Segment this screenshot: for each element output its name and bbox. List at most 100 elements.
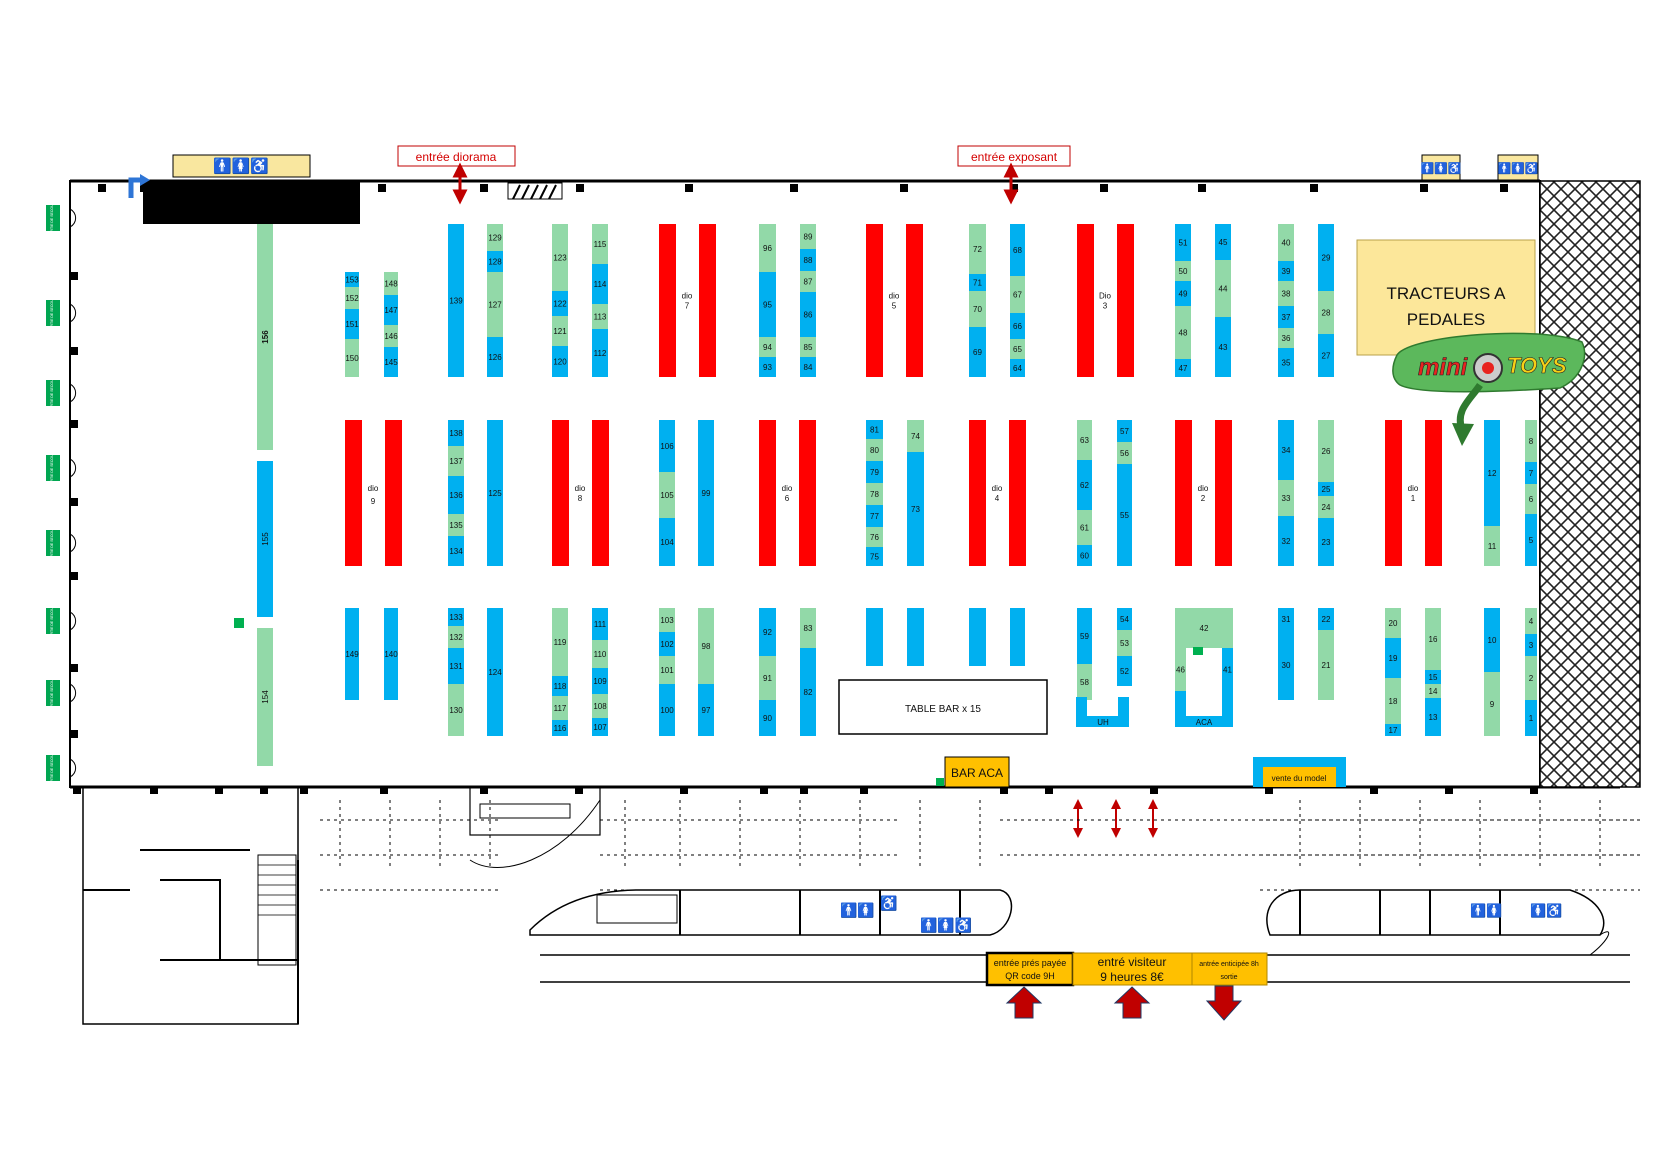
stand-number: 40 bbox=[1282, 239, 1291, 248]
pillar bbox=[73, 787, 81, 794]
stand-33 bbox=[1278, 480, 1294, 516]
stand-8 bbox=[1525, 420, 1537, 462]
stand-42 bbox=[1175, 608, 1233, 648]
stand-66 bbox=[1010, 313, 1025, 339]
stand-number: 100 bbox=[660, 706, 674, 715]
stand-number: 87 bbox=[804, 278, 813, 287]
stand-69 bbox=[969, 327, 986, 377]
stand-number: 135 bbox=[449, 521, 463, 530]
stand-number: 63 bbox=[1080, 436, 1089, 445]
stand-58 bbox=[1077, 664, 1092, 700]
entre-visiteur-line2: 9 heures 8€ bbox=[1100, 970, 1164, 984]
stand-number: 137 bbox=[449, 457, 463, 466]
stand-number: 70 bbox=[973, 305, 982, 314]
stand-53 bbox=[1117, 630, 1132, 656]
exit-sign-label: SORTIE DE SECOURS bbox=[50, 294, 54, 332]
stand-number: 16 bbox=[1429, 635, 1438, 644]
stand-72 bbox=[969, 224, 986, 274]
diorama-label: 9 bbox=[371, 497, 376, 506]
stand-number: 24 bbox=[1322, 503, 1331, 512]
stand-110 bbox=[592, 640, 608, 668]
stand-number: 86 bbox=[804, 311, 813, 320]
stand-4 bbox=[1525, 608, 1537, 634]
dio9-right bbox=[385, 420, 402, 566]
stand-148 bbox=[384, 272, 398, 295]
stand-number: 129 bbox=[488, 234, 502, 243]
dio3-right bbox=[1117, 224, 1134, 377]
stand-39 bbox=[1278, 261, 1294, 281]
stand-46 bbox=[1175, 648, 1186, 691]
stand-number: 102 bbox=[660, 640, 674, 649]
stand-number: 111 bbox=[594, 620, 607, 629]
toilets-icon: ♿ bbox=[880, 895, 897, 912]
pillar bbox=[575, 787, 583, 794]
stand-47 bbox=[1175, 359, 1191, 377]
stand-29 bbox=[1318, 224, 1334, 291]
stand-43 bbox=[1215, 317, 1231, 377]
stand-unnumbered bbox=[969, 608, 986, 666]
stand-65 bbox=[1010, 339, 1025, 359]
stand-83 bbox=[800, 608, 816, 648]
stand-85 bbox=[800, 337, 816, 357]
stand-149 bbox=[345, 608, 359, 700]
stand-78 bbox=[866, 483, 883, 505]
stand-31 bbox=[1278, 608, 1294, 630]
stand-121 bbox=[552, 316, 568, 346]
pillar bbox=[300, 787, 308, 794]
stand-10 bbox=[1484, 608, 1500, 672]
stand-127 bbox=[487, 272, 503, 337]
pillar bbox=[760, 787, 768, 794]
pillar bbox=[576, 184, 584, 192]
stand-number: 15 bbox=[1429, 673, 1438, 682]
stand-number: 109 bbox=[593, 677, 607, 686]
stand-number: 45 bbox=[1219, 238, 1228, 247]
stand-111 bbox=[592, 608, 608, 640]
stand-number: 65 bbox=[1013, 345, 1022, 354]
stand-number: 71 bbox=[973, 279, 982, 288]
stand-number: 56 bbox=[1120, 449, 1129, 458]
hatched-zone bbox=[1539, 180, 1641, 788]
diorama-label: dio bbox=[992, 484, 1003, 493]
stand-87 bbox=[800, 271, 816, 292]
exit-sign-label: SORTIE DE SECOURS bbox=[50, 199, 54, 237]
stand-61 bbox=[1077, 510, 1092, 545]
stand-130 bbox=[448, 684, 464, 736]
stand-number: 118 bbox=[554, 682, 567, 691]
emergency-exit-sign bbox=[46, 755, 60, 781]
emergency-exit-sign bbox=[46, 300, 60, 326]
minitoys-logo: mini TOYS bbox=[1392, 332, 1586, 446]
stand-number: 8 bbox=[1529, 437, 1534, 446]
stand-41 bbox=[1222, 648, 1233, 691]
door-swing bbox=[69, 611, 77, 631]
door-swing bbox=[69, 683, 77, 703]
dio1-right bbox=[1425, 420, 1442, 566]
stand-107 bbox=[592, 718, 608, 736]
stand-number: 103 bbox=[660, 616, 674, 625]
stand-9 bbox=[1484, 672, 1500, 736]
diorama-label: dio bbox=[368, 484, 379, 493]
stand-number: 134 bbox=[449, 547, 463, 556]
stand-number: 97 bbox=[702, 706, 711, 715]
diorama-label: dio bbox=[682, 292, 693, 301]
dio7-right bbox=[699, 224, 716, 377]
stand-number: 20 bbox=[1389, 619, 1398, 628]
exit-sign-label: SORTIE DE SECOURS bbox=[50, 602, 54, 640]
diorama-label: 3 bbox=[1103, 302, 1108, 311]
storage-block bbox=[143, 181, 360, 224]
stand-152 bbox=[345, 287, 359, 309]
stand-40 bbox=[1278, 224, 1294, 261]
dio7-left bbox=[659, 224, 676, 377]
stand-57 bbox=[1117, 420, 1132, 442]
stand-number: 50 bbox=[1179, 267, 1188, 276]
stand-number: 77 bbox=[870, 512, 879, 521]
stand-114 bbox=[592, 264, 608, 304]
pillar bbox=[1370, 787, 1378, 794]
entree-pres-payee-sign bbox=[985, 951, 1075, 987]
stand-number: 37 bbox=[1282, 313, 1291, 322]
diorama-label: dio bbox=[1198, 484, 1209, 493]
stand-45 bbox=[1215, 224, 1231, 260]
tracteurs-label-1: TRACTEURS A bbox=[1386, 284, 1506, 303]
entree-exposant-label: entrée exposant bbox=[971, 150, 1058, 164]
stand-number: 99 bbox=[702, 489, 711, 498]
stand-153 bbox=[345, 272, 359, 287]
